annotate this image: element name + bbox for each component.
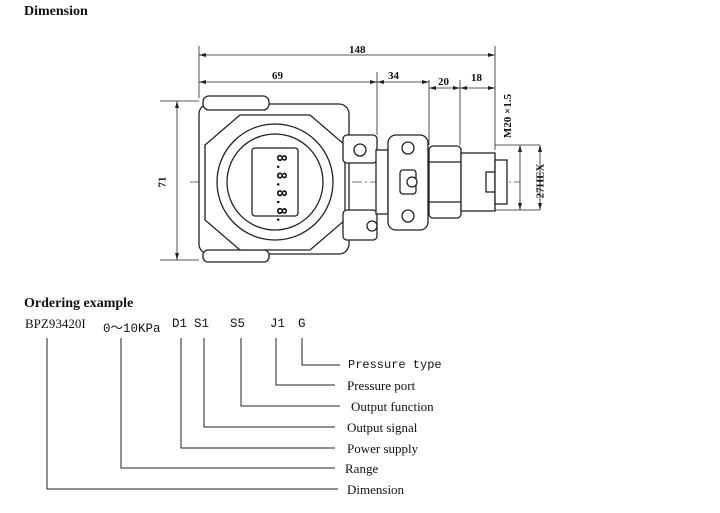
legend-pressure-type: Pressure type [348,358,442,372]
legend-output-signal: Output signal [347,420,418,435]
dim-148: 148 [349,44,366,56]
code-signal: S1 [194,317,210,331]
legend-range: Range [345,461,379,476]
legend-power-supply: Power supply [347,441,419,456]
dim-34: 34 [388,70,399,82]
code-port: J1 [270,317,286,331]
dim-18: 18 [471,72,482,84]
dimension-heading: Dimension [24,4,88,19]
legend-dimension: Dimension [347,482,405,497]
code-type: G [298,317,306,331]
code-function: S5 [230,317,246,331]
code-model: BPZ93420I [25,316,86,331]
code-range: 0～10KPa [103,322,161,336]
ordering-heading: Ordering example [24,296,134,311]
dim-20: 20 [438,76,449,88]
code-power: D1 [172,317,188,331]
legend-output-function: Output function [351,399,434,414]
legend-pressure-port: Pressure port [347,378,416,393]
dim-69: 69 [272,70,283,82]
